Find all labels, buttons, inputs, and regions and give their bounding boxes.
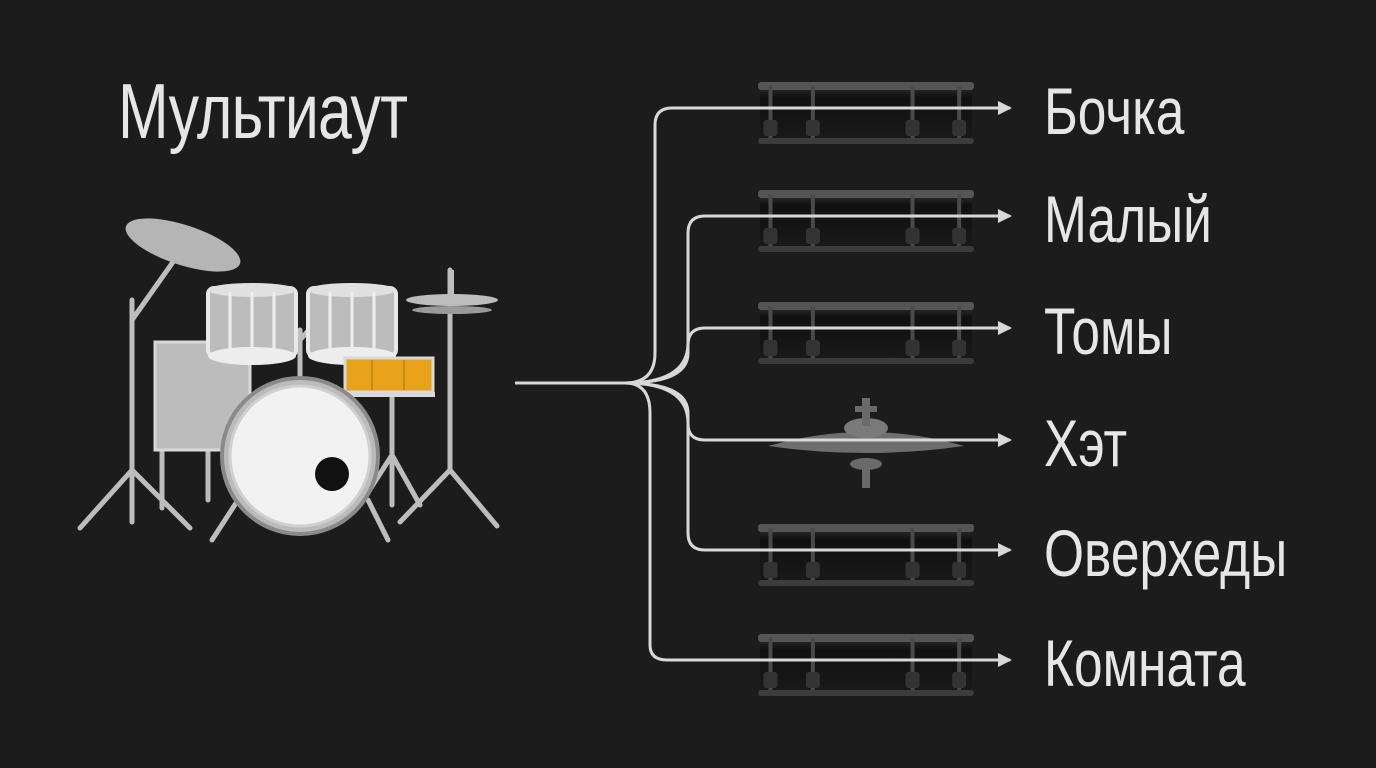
kick-port-hole	[315, 457, 349, 491]
route-line-tomy	[624, 321, 1012, 385]
page-title: Мультиаут	[118, 67, 408, 155]
output-label-komnata: Комната	[1044, 626, 1246, 700]
hihat-stand-leg	[447, 467, 500, 529]
drum-shell-icon	[758, 190, 974, 252]
hihat-cymbal-icon	[768, 398, 964, 488]
crash-cymbal	[125, 218, 241, 272]
drum-shell-icon	[758, 634, 974, 696]
rack-tom-left	[206, 283, 298, 365]
hihat-stand-leg	[397, 467, 453, 525]
snare-stand-leg	[389, 452, 423, 508]
output-label-overhedy: Оверхеды	[1044, 516, 1288, 590]
output-label-tomy: Томы	[1044, 294, 1173, 368]
hihat-bottom	[412, 306, 492, 314]
route-line-komnata	[624, 381, 1012, 667]
drum-shell-icon	[758, 302, 974, 364]
route-line-overhedy	[624, 381, 1012, 557]
kick-spur	[209, 497, 241, 543]
route-line-bochka	[624, 101, 1012, 385]
kick-spur	[365, 497, 391, 543]
output-label-bochka: Бочка	[1044, 74, 1185, 148]
rack-tom-right	[306, 283, 398, 365]
drum-shell-icon	[758, 82, 974, 144]
crash-stand-leg	[77, 467, 135, 531]
drum-shell-icon	[758, 524, 974, 586]
output-label-het: Хэт	[1044, 406, 1128, 480]
route-line-het	[624, 381, 1012, 447]
output-label-malyi: Малый	[1044, 182, 1212, 256]
snare-drum	[343, 356, 435, 397]
kick-drum	[220, 376, 380, 536]
